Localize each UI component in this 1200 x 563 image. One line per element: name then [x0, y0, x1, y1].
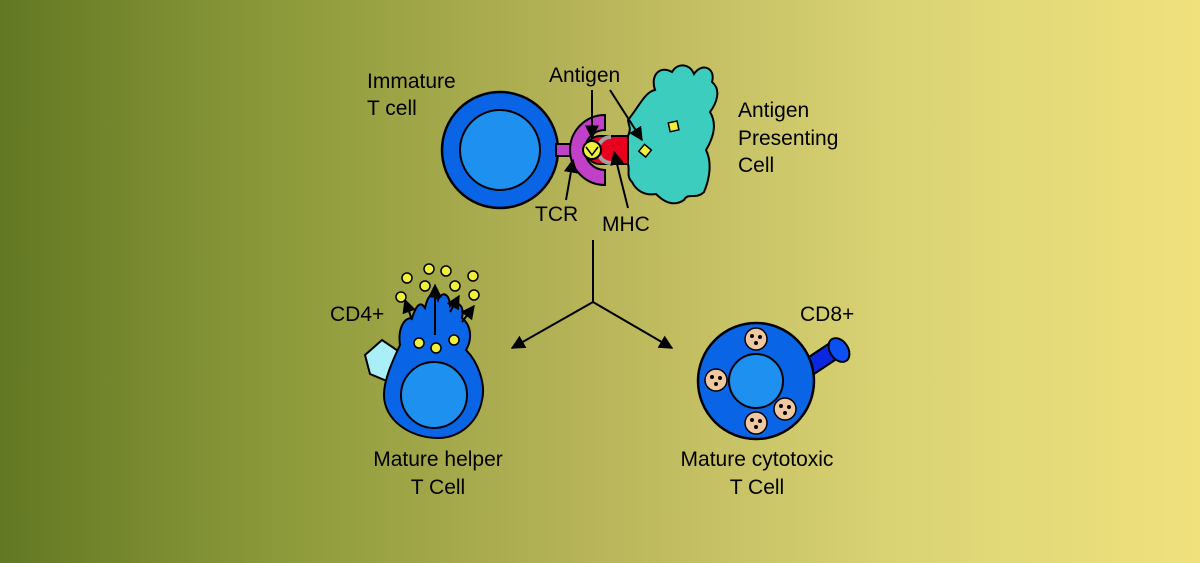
tcr-receptor — [555, 113, 606, 187]
cytotoxic-granules — [704, 327, 797, 435]
cytotoxic-label-line2: T Cell — [730, 476, 784, 499]
helper-label-line1: Mature helper — [373, 448, 503, 471]
immature-label-line2: T cell — [367, 97, 417, 120]
immature-t-cell — [440, 90, 560, 210]
antigen-presenting-cell — [626, 64, 719, 205]
antigen-arrow-2 — [609, 89, 643, 142]
mhc-arrow — [610, 150, 629, 209]
cytotoxic-label-line1: Mature cytotoxic — [681, 448, 834, 471]
cd8-label: CD8+ — [800, 303, 854, 326]
antigen-notch — [585, 146, 599, 157]
cd4-label: CD4+ — [330, 303, 384, 326]
internal-antigen-2 — [637, 143, 653, 159]
immature-label-line1: Immature — [367, 70, 456, 93]
cytokines — [395, 263, 480, 354]
internal-antigen-1 — [667, 120, 680, 133]
apc-label-line3: Cell — [738, 154, 774, 177]
cytokine-arrows — [402, 283, 475, 335]
apc-label-line1: Antigen — [738, 99, 809, 122]
helper-nucleus — [400, 361, 468, 429]
antigen-label: Antigen — [549, 64, 620, 87]
tcr-arrow — [563, 158, 578, 201]
differentiation-arrows — [510, 240, 674, 349]
tcr-label: TCR — [535, 203, 578, 226]
mhc-label: MHC — [602, 213, 650, 236]
bound-antigen — [582, 140, 602, 160]
cytotoxic-nucleus — [728, 353, 784, 409]
helper-label-line2: T Cell — [411, 476, 465, 499]
apc-label-line2: Presenting — [738, 127, 838, 150]
